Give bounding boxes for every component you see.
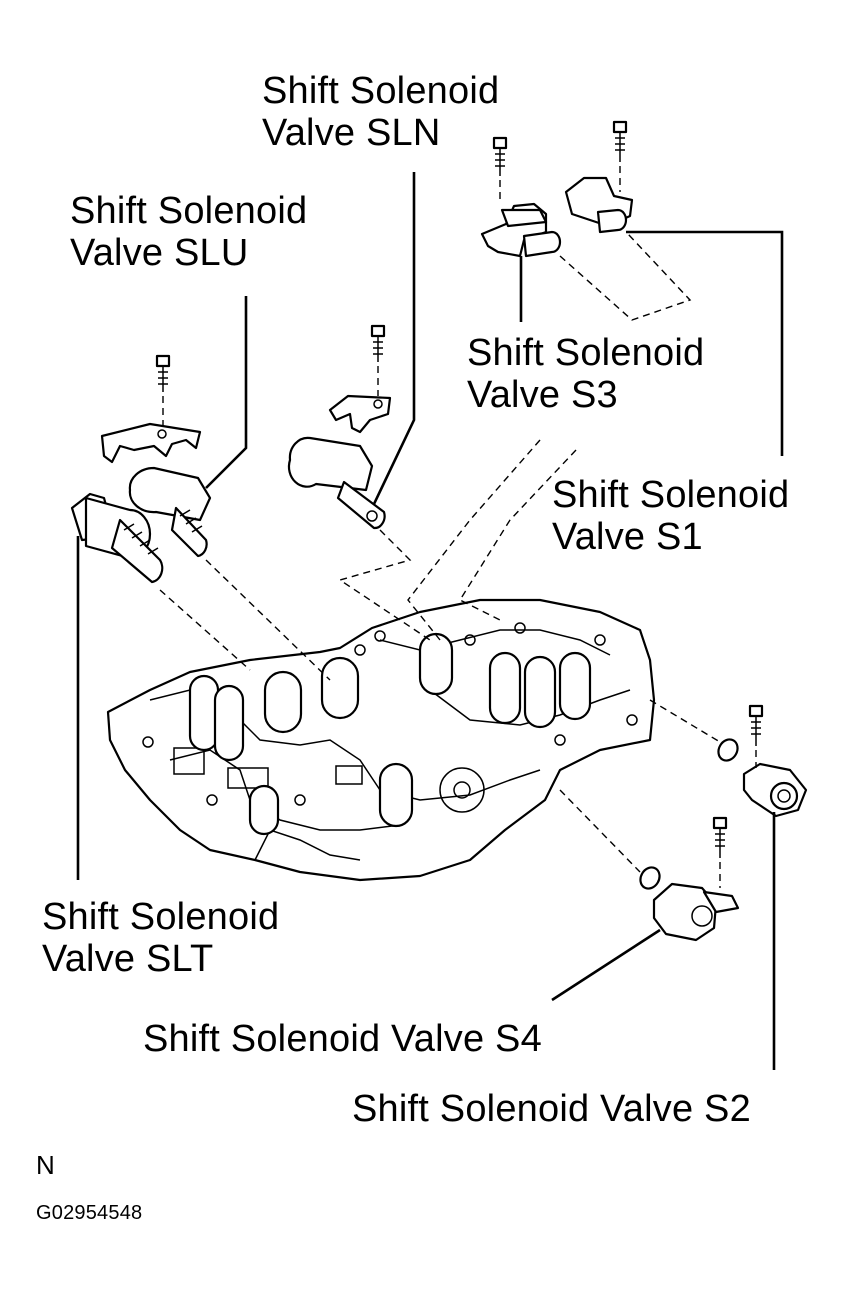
label-s1-line2: Valve S1	[552, 516, 703, 558]
solenoid-valve-slt	[70, 492, 164, 584]
valve-body	[106, 598, 656, 882]
solenoid-valve-s2	[742, 762, 808, 818]
alignment-lines	[159, 233, 721, 873]
solenoid-valve-s1	[564, 176, 634, 234]
bolt-slu	[155, 354, 171, 428]
label-s1: Shift Solenoid Valve S1	[552, 474, 789, 558]
bolt-s4	[712, 816, 728, 888]
label-sln: Shift Solenoid Valve SLN	[262, 70, 499, 154]
bolt-s1	[612, 120, 628, 192]
label-slu: Shift Solenoid Valve SLU	[70, 190, 307, 274]
label-slt-line2: Valve SLT	[42, 938, 214, 980]
label-slu-line2: Valve SLU	[70, 232, 249, 274]
bolt-s2	[748, 704, 764, 768]
label-s2: Shift Solenoid Valve S2	[352, 1088, 751, 1130]
o-ring-s4	[639, 866, 661, 890]
label-s4: Shift Solenoid Valve S4	[143, 1018, 542, 1060]
label-sln-line2: Valve SLN	[262, 112, 441, 154]
o-ring-s2	[717, 738, 739, 762]
bolt-s3	[492, 136, 508, 204]
label-s3-line2: Valve S3	[467, 374, 618, 416]
label-slt-line1: Shift Solenoid	[42, 896, 280, 938]
label-slt: Shift Solenoid Valve SLT	[42, 896, 279, 980]
solenoid-valve-s3	[480, 202, 562, 258]
solenoid-valve-s4	[652, 882, 740, 942]
solenoid-valve-sln	[287, 436, 386, 530]
bracket-slu	[100, 422, 202, 464]
view-mark: N	[36, 1150, 55, 1180]
bolt-sln	[370, 324, 386, 396]
leader-lines	[76, 172, 784, 1070]
figure-id: G02954548	[36, 1202, 143, 1224]
label-s3-line1: Shift Solenoid	[467, 332, 705, 374]
bracket-sln	[328, 394, 392, 434]
label-s3: Shift Solenoid Valve S3	[467, 332, 704, 416]
label-slu-line1: Shift Solenoid	[70, 190, 308, 232]
label-sln-line1: Shift Solenoid	[262, 70, 500, 112]
label-s1-line1: Shift Solenoid	[552, 474, 790, 516]
solenoid-valve-slu	[128, 466, 212, 558]
